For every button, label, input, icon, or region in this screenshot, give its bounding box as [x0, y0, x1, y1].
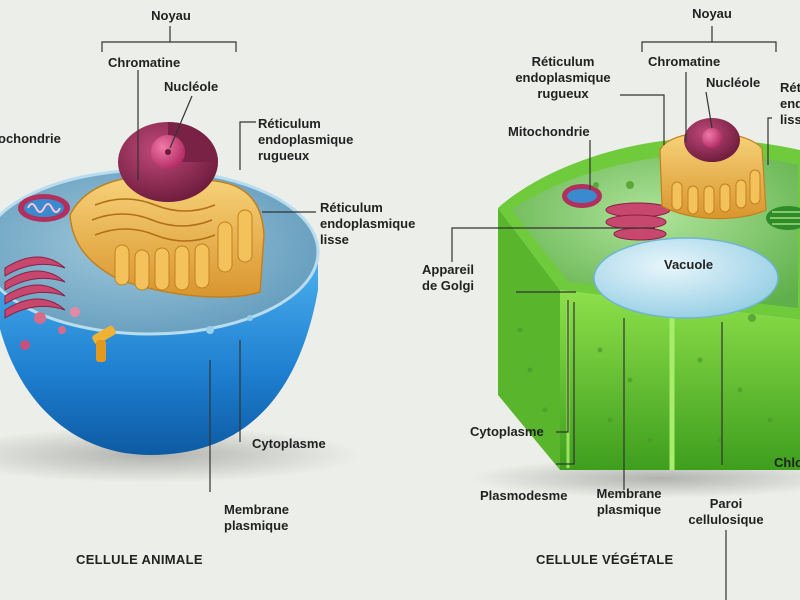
plant-vacuole-label: Vacuole [664, 257, 714, 272]
plant-plasmodesme-label: Plasmodesme [480, 488, 568, 503]
plant-reticulum-cut-label: Réti end liss [780, 80, 800, 127]
plant-nucleole-label: Nucléole [706, 75, 761, 90]
plant-paroi-label: Paroi cellulosique [688, 496, 764, 527]
plant-mitochondrie-label: Mitochondrie [508, 124, 590, 139]
animal-rer-label: Réticulum endoplasmique rugueux [258, 116, 354, 163]
plant-noyau-label: Noyau [692, 6, 732, 21]
leader-lines [101, 26, 777, 600]
plant-chromatine-label: Chromatine [648, 54, 721, 69]
plant-membrane-label: Membrane plasmique [596, 486, 662, 517]
plant-chloroplaste-cut-label: Chlo [774, 455, 800, 470]
plant-cell-illustration [470, 118, 800, 498]
animal-cytoplasme-label: Cytoplasme [252, 436, 326, 451]
animal-rel-label: Réticulum endoplasmique lisse [320, 200, 416, 247]
animal-cell-illustration [0, 122, 360, 483]
animal-mitochondrie-label: ochondrie [0, 131, 61, 146]
animal-chromatine-label: Chromatine [108, 55, 181, 70]
plant-caption: CELLULE VÉGÉTALE [536, 552, 674, 567]
plant-rer-label: Réticulum endoplasmique rugueux [515, 54, 611, 101]
animal-noyau-label: Noyau [151, 8, 191, 23]
animal-membrane-label: Membrane plasmique [224, 502, 290, 533]
animal-nucleole-label: Nucléole [164, 79, 219, 94]
plant-cytoplasme-label: Cytoplasme [470, 424, 544, 439]
plant-golgi-label: Appareil de Golgi [422, 262, 475, 293]
animal-caption: CELLULE ANIMALE [76, 552, 203, 567]
